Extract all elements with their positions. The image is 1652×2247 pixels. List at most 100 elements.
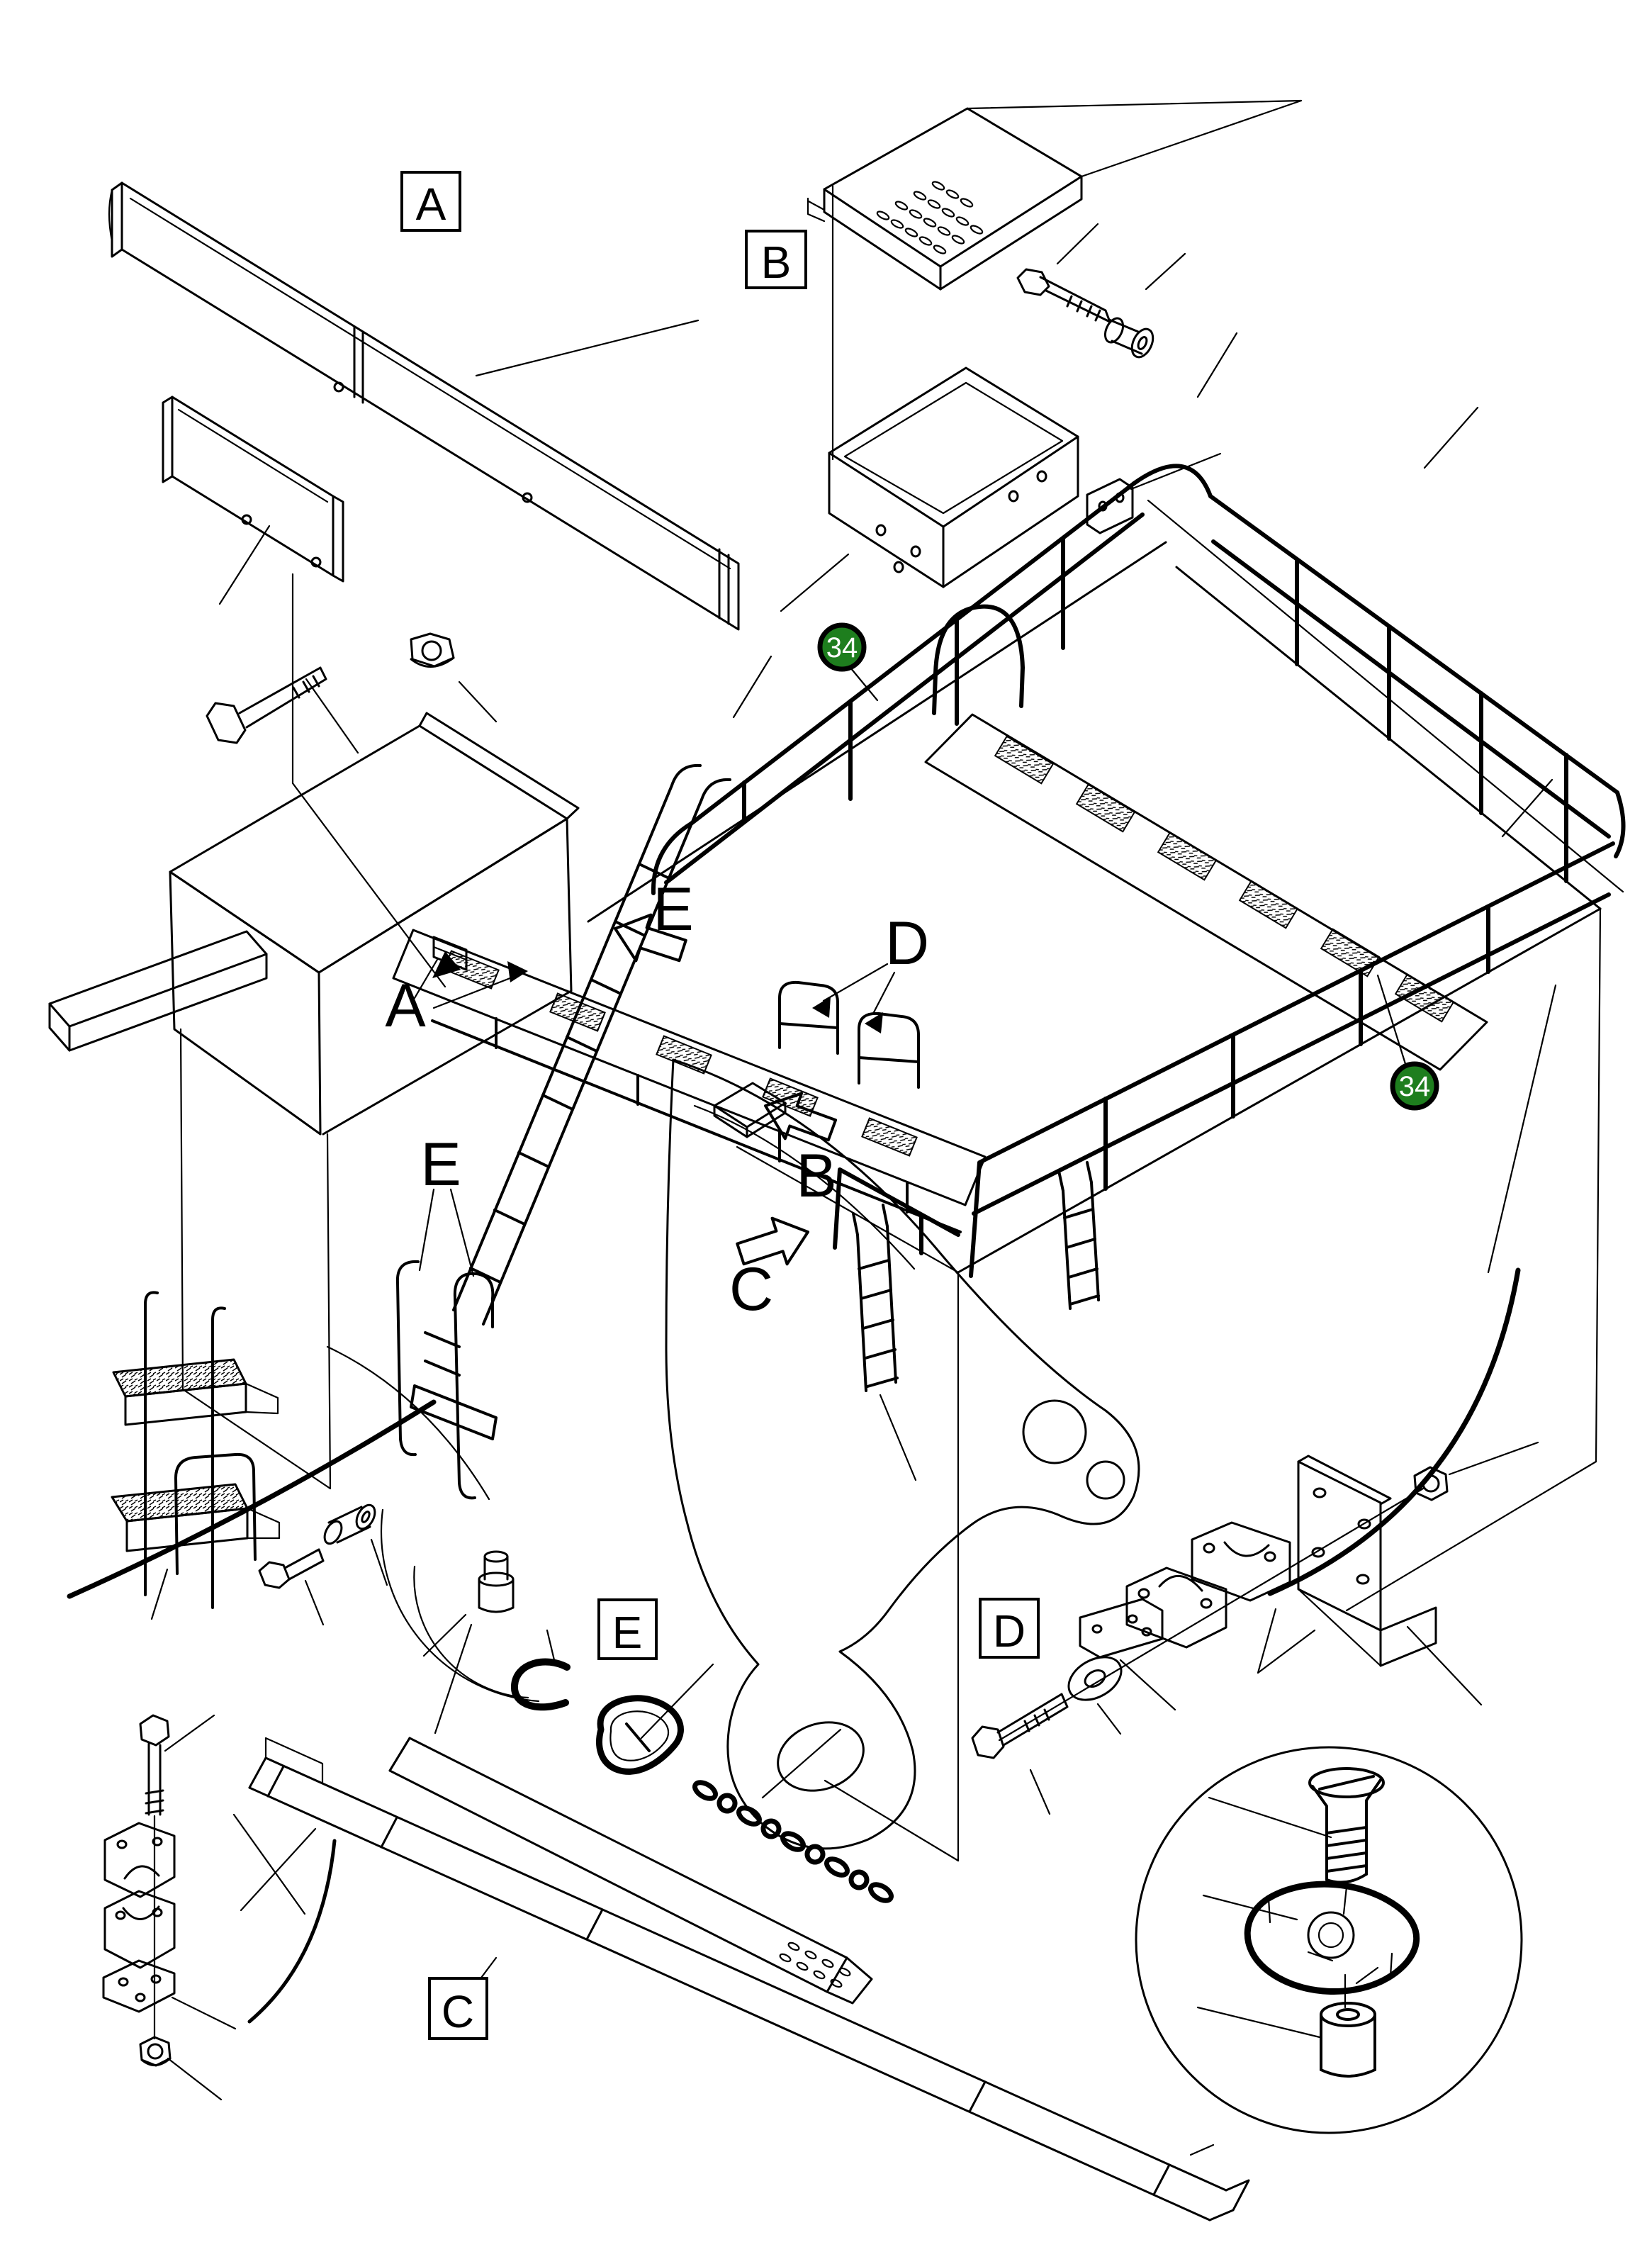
snap-hook xyxy=(596,1695,684,1775)
countersunk-bolt xyxy=(1308,1767,1385,1915)
cab-box xyxy=(169,712,580,1136)
section-box-d-label: D xyxy=(993,1606,1026,1657)
washer-hole xyxy=(1084,1669,1106,1688)
catwalk-handle-bracket xyxy=(432,936,468,971)
short-guard-panel xyxy=(162,396,344,583)
plank-perforations xyxy=(779,1941,851,1988)
machine-body xyxy=(48,332,1626,1862)
deck-hoop-rails xyxy=(778,980,920,1089)
arrowhead xyxy=(812,997,831,1018)
hex-bolt xyxy=(258,1548,325,1589)
upper-step-tread xyxy=(112,1358,279,1426)
platform-deck xyxy=(587,541,1602,1862)
cover-slots xyxy=(876,181,984,254)
badge-34-left-label: 34 xyxy=(826,632,858,663)
arrowhead xyxy=(507,961,528,982)
hanging-ladder-right xyxy=(1057,1161,1100,1310)
grab-hook-rails xyxy=(395,1260,498,1500)
clamp-half-lower xyxy=(1125,1567,1227,1649)
step-hanger-rods xyxy=(144,1291,257,1609)
clamp-stack-assembly xyxy=(102,1714,237,2101)
railing-southwest xyxy=(833,1167,960,1255)
section-box-a-label: A xyxy=(416,179,446,230)
detail-leaders xyxy=(1196,1796,1332,2039)
badge-34-right[interactable] xyxy=(1390,1061,1439,1111)
roof-catwalk xyxy=(392,929,987,1233)
section-c-walkway-plank: C xyxy=(232,1623,1250,2221)
section-e-leaders xyxy=(546,1629,842,1799)
badge-34-right-label: 34 xyxy=(1399,1071,1431,1102)
section-box-b[interactable] xyxy=(745,230,807,289)
leader-arcs xyxy=(67,1267,1521,1599)
railing-gate-loop xyxy=(932,604,1025,715)
step-assembly xyxy=(111,1291,281,1620)
leader-arc xyxy=(247,1839,337,2024)
section-box-d[interactable] xyxy=(979,1598,1040,1659)
section-box-c[interactable] xyxy=(428,1977,488,2040)
clamp-half-upper xyxy=(1191,1521,1291,1602)
railing-southeast xyxy=(969,841,1615,1278)
reference-badges: 34 34 xyxy=(817,622,1439,1111)
open-arrow-b xyxy=(764,1092,838,1142)
long-guard-panel xyxy=(108,181,740,631)
railing-northwest xyxy=(651,464,1213,895)
section-box-a[interactable] xyxy=(400,171,461,232)
clamp-stack-leaders xyxy=(164,1714,237,2101)
inline-callouts: A E E B C D xyxy=(385,875,929,1323)
section-box-e[interactable] xyxy=(597,1598,658,1660)
section-box-e-label: E xyxy=(612,1607,643,1658)
wing-washer xyxy=(1244,1881,1420,1995)
callout-e-side: E xyxy=(420,1131,461,1199)
hanging-ladder-front xyxy=(852,1204,899,1392)
section-c-leaders xyxy=(232,1623,498,2016)
flat-plank xyxy=(388,1737,873,2005)
callout-d: D xyxy=(885,909,929,977)
spacer-bushing xyxy=(1103,317,1154,359)
chain xyxy=(692,1780,894,1903)
spacer xyxy=(323,1503,376,1545)
clamp-half-upper xyxy=(103,1822,176,1898)
callout-a: A xyxy=(385,972,426,1040)
clamp-half-lower xyxy=(103,1890,176,1969)
section-box-b-label: B xyxy=(761,237,792,288)
flange-nut xyxy=(410,632,455,668)
wheel-fender xyxy=(326,1345,540,1703)
angle-bracket xyxy=(1297,1455,1437,1667)
section-box-c-label: C xyxy=(442,1986,474,2037)
deck-walkway-strip xyxy=(924,713,1488,1071)
arrowhead xyxy=(865,1012,883,1033)
hex-bolt xyxy=(206,666,327,744)
open-arrow-c xyxy=(736,1216,809,1266)
callout-b: B xyxy=(796,1142,836,1210)
badge-34-left[interactable] xyxy=(817,622,867,672)
section-d-leaders xyxy=(1029,1441,1539,1815)
loader-arm xyxy=(665,1058,1140,1850)
section-a-guard-panels: A xyxy=(108,171,740,988)
section-d-clamp-kit: D xyxy=(971,1441,1539,1815)
section-b-cover-tray: B xyxy=(745,99,1624,893)
clamp-plate xyxy=(102,1959,176,2013)
long-bolt xyxy=(971,1693,1069,1759)
wire-hook xyxy=(511,1658,571,1711)
step-bushing xyxy=(478,1550,515,1613)
chassis-ledge xyxy=(48,930,332,1490)
detail-circle xyxy=(1135,1746,1523,2134)
section-b-leader-lines xyxy=(780,99,1624,893)
section-a-leader-lines xyxy=(218,319,699,988)
callout-c: C xyxy=(729,1255,773,1323)
callout-e-top: E xyxy=(653,875,693,943)
leaning-ladder xyxy=(452,763,731,1326)
perforated-cover xyxy=(807,107,1083,291)
deck-leader-lines xyxy=(732,332,1557,1481)
washer xyxy=(1067,1656,1123,1701)
section-e-lanyard-parts: E xyxy=(511,1598,894,1903)
channel-frame xyxy=(248,1737,1250,2221)
open-tray xyxy=(828,366,1079,588)
hex-nut xyxy=(139,2036,172,2067)
hex-nut xyxy=(1413,1466,1449,1501)
arrowhead xyxy=(432,951,461,978)
open-arrow-e xyxy=(614,913,687,963)
fastener-leaders xyxy=(304,1538,467,1657)
